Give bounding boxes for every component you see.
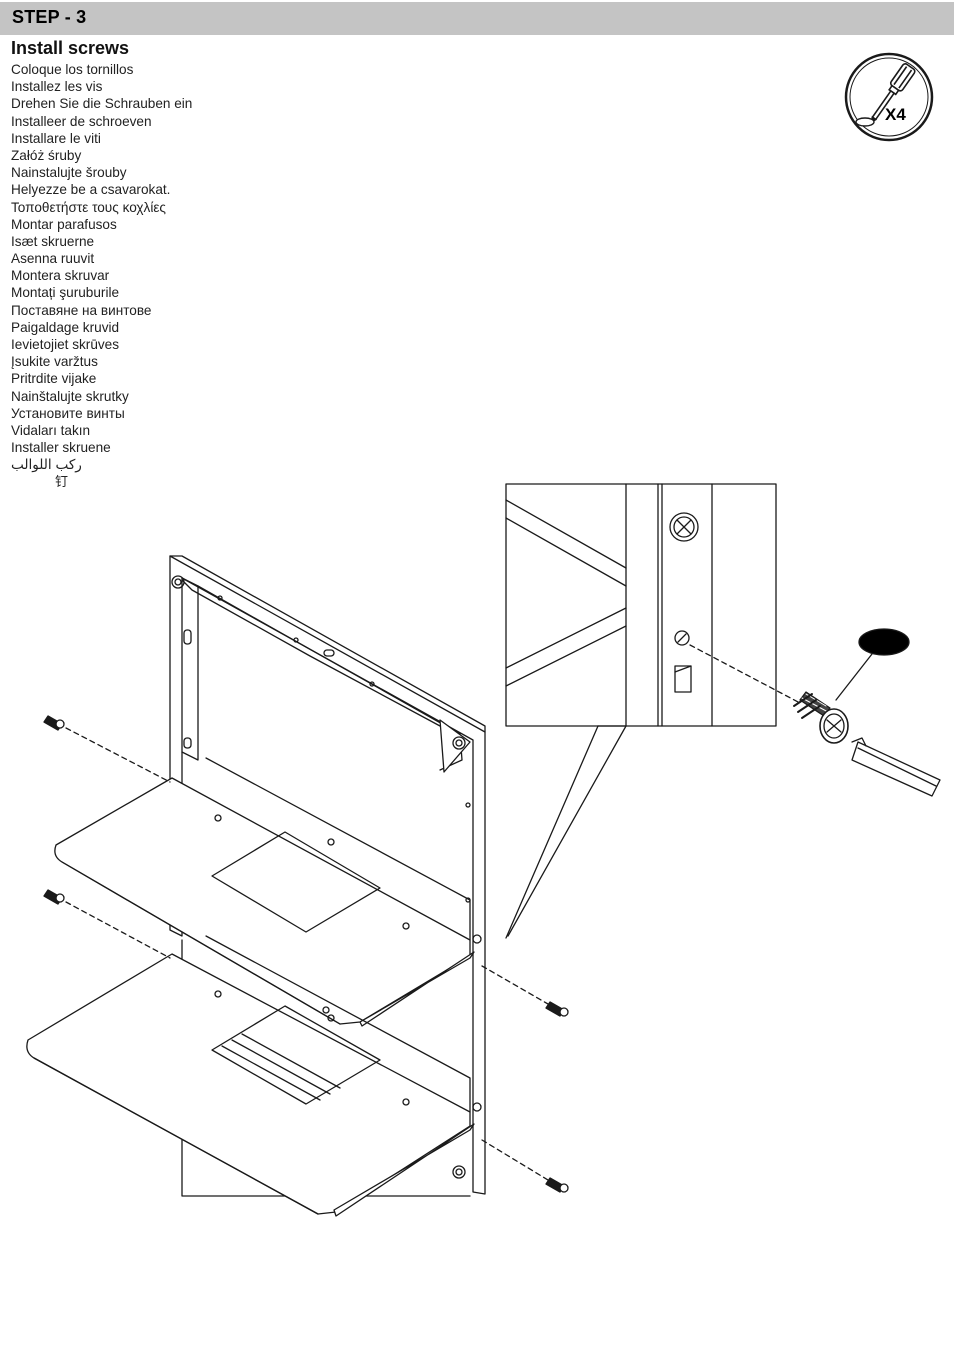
screw-upper-right <box>545 1001 569 1017</box>
back-frame <box>169 555 486 1197</box>
callout-leader-line <box>835 653 873 701</box>
translation-list: Coloque los tornillos Installez les vis … <box>11 61 192 491</box>
lower-shelf <box>26 935 482 1217</box>
translation-item-chinese: 钉 <box>55 474 69 490</box>
translation-item: Coloque los tornillos <box>11 62 134 77</box>
translation-item: Τοποθετήστε τους κοχλίες <box>11 199 166 215</box>
translation-item: Поставяне на винтове <box>11 302 152 318</box>
detail-zoom-box <box>505 483 777 939</box>
translation-item: Montera skruvar <box>11 268 110 284</box>
translation-item: Montar parafusos <box>11 216 117 232</box>
detail-insertion-guide <box>689 644 801 704</box>
translation-item: Installer skruene <box>11 440 111 456</box>
translation-item: Załóż śruby <box>11 147 82 163</box>
translation-item: Isæt skruerne <box>11 233 95 249</box>
translation-item: Installare le viti <box>11 130 101 146</box>
translation-item: Montați şuruburile <box>11 285 120 301</box>
translation-item: Ievietojiet skrūves <box>11 337 120 352</box>
step-title: STEP - 3 <box>12 7 87 27</box>
translation-item: Drehen Sie die Schrauben ein <box>11 96 193 112</box>
insertion-guides <box>65 727 549 1181</box>
translation-item: Helyezze be a csavarokat. <box>11 182 171 198</box>
translation-item: Asenna ruuvit <box>11 251 95 267</box>
translation-item: Установите винты <box>11 405 125 421</box>
screw-middle-left <box>43 889 65 905</box>
translation-item-arabic: ركب اللوالب <box>11 457 82 473</box>
translation-item: Nainstalujte šrouby <box>11 165 127 181</box>
screwdriver-icon <box>844 52 934 142</box>
instruction-heading: Install screws <box>11 38 130 58</box>
translation-item: Pritrdite vijake <box>11 371 97 387</box>
callout-badge <box>858 628 910 656</box>
screw-top-left <box>43 715 65 731</box>
tool-quantity: X4 <box>885 105 906 124</box>
step-header-bar <box>0 2 954 35</box>
upper-shelf <box>54 757 482 1027</box>
translation-item: Įsukite varžtus <box>11 354 98 370</box>
translation-item: Installeer de schroeven <box>11 113 152 129</box>
detail-screw <box>793 691 849 744</box>
detail-screwdriver <box>851 737 941 797</box>
translation-item: Paigaldage kruvid <box>11 319 120 335</box>
screw-lower-right <box>545 1177 569 1193</box>
translation-item: Vidaları takın <box>11 422 91 438</box>
translation-item: Installez les vis <box>11 79 103 95</box>
translation-item: Nainštalujte skrutky <box>11 388 129 404</box>
